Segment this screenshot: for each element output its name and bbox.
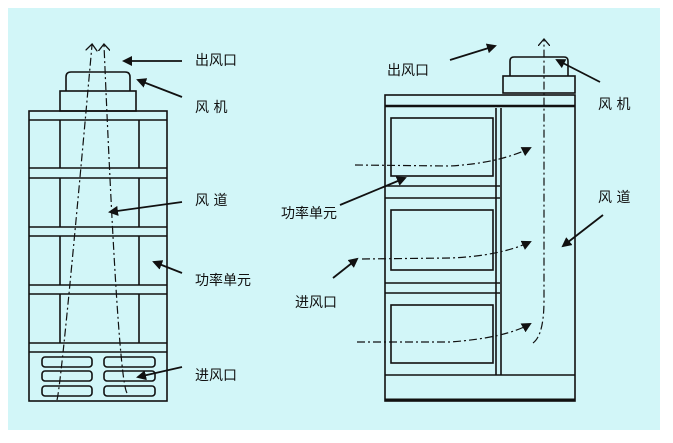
left-power-unit-label: 功率单元	[195, 273, 251, 289]
left-cabinet	[28, 110, 168, 402]
diagram-panel	[8, 8, 660, 430]
right-cabinet	[384, 94, 576, 402]
left-outlet-label: 出风口	[195, 53, 237, 69]
left-duct-label: 风 道	[195, 193, 228, 209]
right-duct-label: 风 道	[598, 190, 631, 206]
left-fan-label: 风 机	[195, 100, 228, 116]
left-inlet-label: 进风口	[195, 368, 237, 384]
left-airflow	[56, 45, 128, 401]
right-fan-label: 风 机	[598, 97, 631, 113]
left-inlet-vents	[41, 356, 156, 397]
right-pointer-arrows	[332, 43, 604, 279]
left-fan	[59, 71, 137, 112]
right-airflow	[354, 40, 544, 344]
right-outlet-label: 出风口	[387, 63, 429, 79]
left-pointer-arrows	[108, 56, 183, 381]
right-fan	[502, 56, 576, 94]
right-power-unit-label: 功率单元	[281, 206, 337, 222]
right-inlet-label: 进风口	[295, 295, 337, 311]
